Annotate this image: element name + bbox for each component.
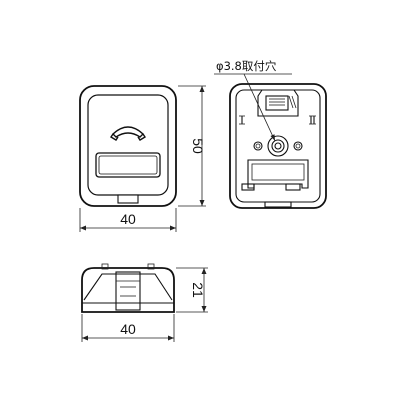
- bottom-width-dimension: 40: [81, 314, 175, 342]
- label-window-inner: [98, 155, 158, 175]
- front-bottom-tab: [117, 194, 139, 204]
- mounting-hole-leader: [214, 73, 292, 142]
- bottom-depth-label: 21: [190, 282, 206, 298]
- front-width-label: 40: [120, 211, 136, 227]
- mounting-hole-note: φ3.8取付穴: [216, 59, 277, 73]
- front-height-label: 50: [190, 138, 206, 154]
- back-body-outline: [229, 83, 327, 209]
- cable-compartment: [241, 159, 309, 208]
- front-view: [79, 85, 177, 207]
- bottom-view: [81, 263, 175, 313]
- bottom-body-outline: [81, 267, 175, 313]
- front-inner-plate: [87, 94, 169, 196]
- screw-hole-left-inner: [255, 143, 261, 149]
- back-view: φ3.8取付穴: [214, 59, 327, 209]
- bottom-depth-dimension: 21: [176, 267, 208, 313]
- screw-hole-left: [253, 141, 263, 151]
- bottom-left-clip: [101, 263, 109, 270]
- front-height-dimension: 50: [178, 85, 206, 207]
- screw-hole-right-inner: [295, 143, 301, 149]
- screw-hole-right: [293, 141, 303, 151]
- bottom-chamfer: [83, 273, 173, 301]
- terminal-block: [257, 89, 299, 117]
- label-window: [95, 152, 161, 178]
- telephone-handset-icon: [110, 126, 146, 141]
- mounting-hole: [267, 135, 289, 157]
- bottom-connector-slot: [115, 271, 141, 311]
- bottom-right-clip: [147, 263, 155, 270]
- front-width-dimension: 40: [79, 208, 177, 232]
- terminal-marks: [239, 115, 316, 125]
- bottom-width-label: 40: [120, 321, 136, 337]
